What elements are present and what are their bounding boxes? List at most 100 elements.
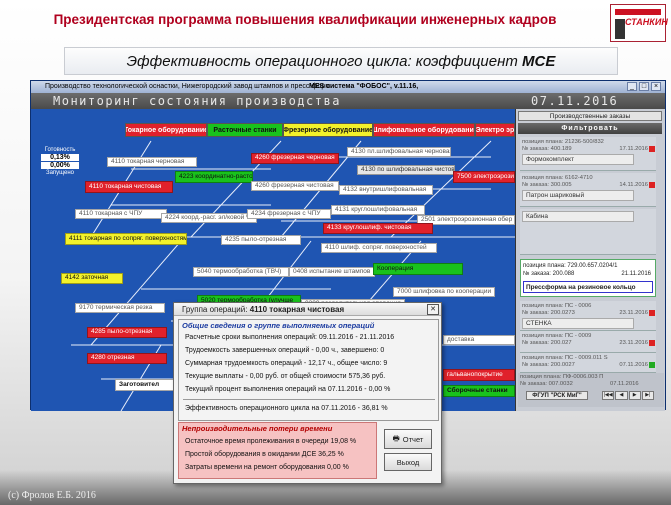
op-procurement[interactable]: Заготовител xyxy=(115,379,177,391)
op-9170[interactable]: 9170 термическая резка xyxy=(75,303,165,313)
op-4130-finish[interactable]: 4130 по шлифовальная чистова xyxy=(357,165,455,175)
launched-label: Запущено xyxy=(45,170,75,176)
dialog-close-button[interactable]: ✕ xyxy=(427,304,439,315)
readiness-value-2: 0,00% xyxy=(41,162,79,169)
info-planned-dates: Расчетные сроки выполнения операций: 09.… xyxy=(185,334,395,341)
order-item[interactable]: позиция плана: ПС - 0006 № заказа: 200.0… xyxy=(520,301,656,331)
order-item[interactable]: Кабина xyxy=(520,209,656,255)
op-2501[interactable]: 2501 электроэрозионная обер xyxy=(417,215,515,225)
tab-edm[interactable]: Электро эр xyxy=(475,123,515,137)
maximize-icon[interactable]: □ xyxy=(639,82,649,91)
order-date: 23.11.2016 xyxy=(619,310,648,316)
logo-column xyxy=(615,19,625,39)
readiness-label: Готовность xyxy=(44,147,76,153)
client-filter[interactable]: ФГУП "РСК МиГ" xyxy=(526,391,588,400)
dialog-title-prefix: Группа операций: xyxy=(182,305,248,314)
op-4110-cnc[interactable]: 4110 токарная с ЧПУ xyxy=(75,209,167,219)
mes-title: MES система "ФОБОС", v.11.16, xyxy=(309,83,419,90)
op-4110-rough[interactable]: 4110 токарная черновая xyxy=(107,157,197,167)
current-date: 07.11.2016 xyxy=(531,94,619,108)
tab-grinding[interactable]: Шлифовальное оборудование xyxy=(373,123,475,137)
order-product: СТЕНКА xyxy=(522,318,634,329)
orders-pager: |◀◀ ◀ ▶ ▶| xyxy=(602,391,654,400)
report-button[interactable]: 🖶 Отчет xyxy=(384,429,432,449)
order-item[interactable]: позиция плана: ПС - 0009 № заказа: 200.0… xyxy=(520,331,656,353)
op-cooperation[interactable]: Кооперация xyxy=(373,263,463,275)
order-product: Прессформа на резиновое кольцо xyxy=(523,281,653,293)
last-page-button[interactable]: ▶| xyxy=(641,391,654,400)
order-product: Кабина xyxy=(522,211,634,222)
tab-boring[interactable]: Расточные станки xyxy=(207,123,283,137)
op-delivery[interactable]: доставка xyxy=(443,335,515,345)
order-status-flag xyxy=(649,146,655,152)
order-product: Формокомплект xyxy=(522,154,634,165)
order-product: Патрон шариковый xyxy=(522,190,634,201)
info-mce: Эффективность операционного цикла на 07.… xyxy=(185,405,388,412)
op-4280[interactable]: 4280 отрезная xyxy=(87,353,167,364)
op-4111[interactable]: 4111 токарная по сопряг. поверхностям xyxy=(65,233,187,245)
op-4235[interactable]: 4235 пыло-отрезная xyxy=(221,235,301,245)
op-7000[interactable]: 7000 шлифовка по кооперации xyxy=(393,287,495,297)
logo-name: СТАНКИН xyxy=(625,17,668,27)
op-4130-rough[interactable]: 4130 пл.шлифовальная черновая xyxy=(347,147,451,157)
divider xyxy=(183,399,435,400)
stankin-logo: СТАНКИН xyxy=(610,4,668,42)
order-position: позиция плана: ПС - 0006 xyxy=(522,303,592,309)
order-item[interactable]: позиция плана: 6162-4710 № заказа: 300.0… xyxy=(520,173,656,207)
slide-subtitle: Эффективность операционного цикла: коэфф… xyxy=(64,47,618,75)
tab-milling[interactable]: Фрезерное оборудование xyxy=(283,123,373,137)
order-date: 14.11.2016 xyxy=(619,182,648,188)
op-0408[interactable]: 0408 испытание штампов xyxy=(289,267,375,277)
loss-equipment-idle: Простой оборудования в ожидании ДСЕ 36,2… xyxy=(185,451,344,458)
first-page-button[interactable]: |◀◀ xyxy=(602,391,615,400)
monitor-header: Мониторинг состояния производства 07.11.… xyxy=(31,93,665,109)
op-galvanic[interactable]: гальванопокрытие xyxy=(443,369,515,381)
order-item[interactable]: позиция плана: 21236-500/832 № заказа: 4… xyxy=(520,137,656,171)
order-position: позиция плана: ПС - 0009.011 S xyxy=(522,355,608,361)
op-4142[interactable]: 4142 заточная xyxy=(61,273,123,284)
prev-page-button[interactable]: ◀ xyxy=(615,391,628,400)
order-position: позиция плана: 729.00.657.0204/1 xyxy=(523,263,618,269)
minimize-icon[interactable]: _ xyxy=(627,82,637,91)
exit-button[interactable]: Выход xyxy=(384,453,432,471)
tab-turning[interactable]: Токарное оборудование xyxy=(125,123,207,137)
time-losses-section: Непроизводительные потери времени Остато… xyxy=(178,422,377,479)
next-page-button[interactable]: ▶ xyxy=(628,391,641,400)
op-4285[interactable]: 4285 пыло-отрезная xyxy=(87,327,167,338)
op-4223[interactable]: 4223 координатно-расточн xyxy=(175,171,253,183)
info-completed-labor: Трудоемкость завершенных операций - 0,00… xyxy=(185,347,385,354)
mes-app-window: Производство технологической оснастки, Н… xyxy=(30,80,666,411)
op-4110-grind[interactable]: 4110 шлиф. сопряг. поверхностей xyxy=(321,243,437,253)
dialog-title: Группа операций: 4110 токарная чистовая … xyxy=(174,303,441,316)
op-assembly[interactable]: Сборочные станки xyxy=(443,385,515,397)
order-position: позиция плана: 6162-4710 xyxy=(522,175,593,181)
info-total-labor: Суммарная трудоемкость операций - 12,17 … xyxy=(185,360,388,367)
order-date: 21.11.2016 xyxy=(621,271,651,277)
op-4110-finish[interactable]: 4110 токарная чистовая xyxy=(85,181,173,193)
op-4131[interactable]: 4131 круглошлифовальная xyxy=(331,205,425,215)
order-status-flag xyxy=(649,362,655,368)
order-number: № заказа: 007.0032 xyxy=(520,381,573,387)
order-number: № заказа: 200.0273 xyxy=(522,310,575,316)
filter-button[interactable]: Фильтровать xyxy=(518,123,662,134)
op-4260-finish[interactable]: 4260 фрезерная чистовая xyxy=(251,181,339,191)
op-4132[interactable]: 4132 внутришлифовальная xyxy=(339,185,433,195)
op-4234[interactable]: 4234 фрезерная с ЧПУ xyxy=(247,209,331,219)
loss-repair-time: Затраты времени на ремонт оборудования 0… xyxy=(185,464,349,471)
close-icon[interactable]: × xyxy=(651,82,661,91)
op-7500[interactable]: 7500 электроэрозион xyxy=(453,171,515,183)
orders-header: Производственные заказы xyxy=(518,111,662,121)
order-status-flag xyxy=(649,310,655,316)
op-4133[interactable]: 4133 круглошлиф. чистовая xyxy=(323,223,433,234)
order-item-selected[interactable]: позиция плана: 729.00.657.0204/1 № заказ… xyxy=(520,259,656,297)
op-4260-rough[interactable]: 4260 фрезерная черновая xyxy=(251,153,339,164)
loss-queue-time: Остаточное время пролеживания в очереди … xyxy=(185,438,357,445)
order-date: 07.11.2016 xyxy=(619,362,648,368)
order-number: № заказа: 200.027 xyxy=(522,340,572,346)
order-item[interactable]: позиция плана: ПС - 0009.011 S № заказа:… xyxy=(520,353,656,373)
op-5040[interactable]: 5040 термообработка (ТВЧ) xyxy=(193,267,289,277)
order-date: 07.11.2016 xyxy=(610,381,639,387)
logo-stripe xyxy=(615,9,661,15)
time-losses-title: Непроизводительные потери времени xyxy=(182,424,333,433)
op-4224[interactable]: 4224 коорд.-расг. эл/ковой ЧПУ xyxy=(161,213,257,223)
